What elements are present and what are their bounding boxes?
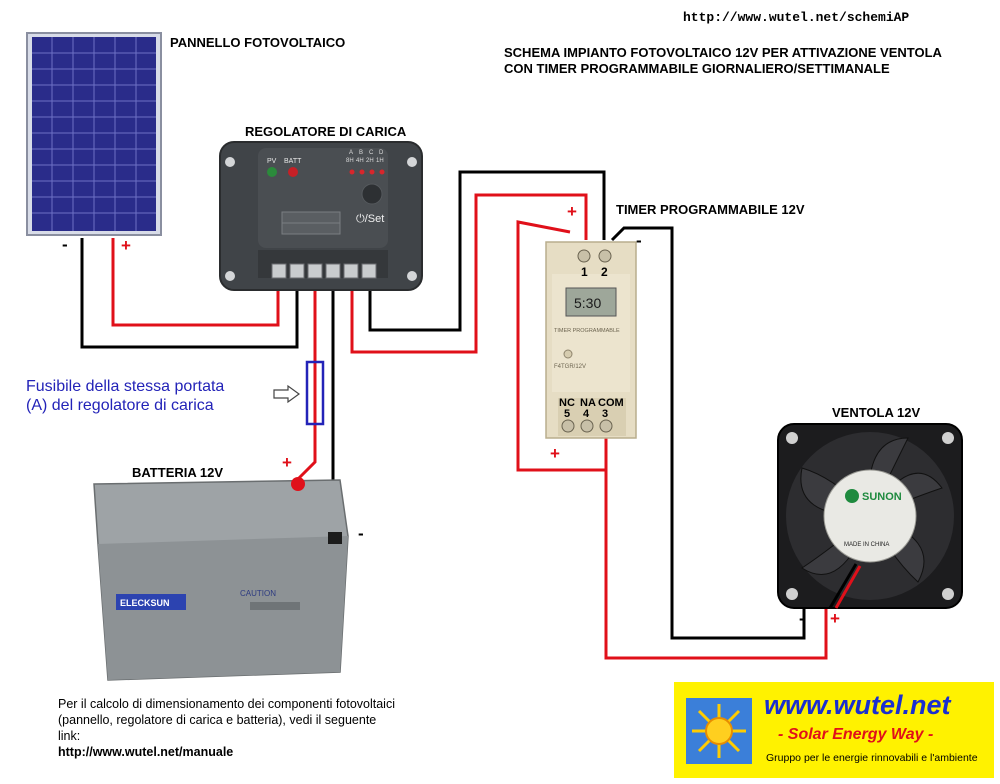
timer-com-label: COM (598, 397, 624, 409)
timer-bottom-plus-sign: + (550, 444, 560, 463)
wire-panel-negative (80, 238, 299, 349)
fan-label: VENTOLA 12V (832, 405, 921, 420)
timer-top-terminal-1 (577, 249, 591, 263)
sun-logo-icon (686, 698, 752, 764)
timer-hours-8h: 8H (346, 158, 354, 164)
timer-model: F4TGR/12V (554, 364, 586, 370)
battery-negative-terminal (328, 532, 342, 544)
timer-label: TIMER PROGRAMMABILE 12V (616, 202, 805, 217)
charge-regulator: PV BATT A B C D 8H 4H 2H 1H ⏻/Set (219, 141, 423, 291)
promo-site[interactable]: www.wutel.net (764, 690, 951, 720)
fan: SUNON MADE IN CHINA (777, 423, 963, 609)
timer-display (565, 287, 617, 317)
fuse-note-line1: Fusibile della stessa portata (26, 378, 225, 395)
timer-hours-4h: 4H (356, 158, 364, 164)
wire-timer-to-fan-negative (610, 226, 806, 640)
timer-letter-b: B (359, 150, 363, 156)
wire-load-positive (350, 193, 588, 354)
battery-caution: CAUTION (240, 589, 276, 598)
timer-brand: TIMER PROGRAMMABLE (554, 328, 620, 334)
fan-hub-sticker (823, 469, 917, 563)
fuse-note-line2: (A) del regolatore di carica (26, 397, 214, 414)
battery-plus-sign: + (282, 453, 292, 472)
wire-panel-positive (111, 238, 280, 327)
solar-panel (26, 32, 162, 236)
promo-tagline: - Solar Energy Way - (778, 726, 934, 743)
timer-terminal-4 (580, 419, 594, 433)
fan-plus-sign: + (830, 609, 840, 628)
battery-label: BATTERIA 12V (132, 465, 224, 480)
footnote-text: Per il calcolo di dimensionamento dei co… (58, 697, 395, 743)
timer-display-value: 5:30 (574, 295, 601, 311)
diagram-title-line2: CON TIMER PROGRAMMABILE GIORNALIERO/SETT… (504, 61, 890, 76)
pv-label: PV (267, 158, 277, 165)
battery: ELECKSUN CAUTION (93, 477, 349, 681)
timer-top-plus-sign: + (567, 202, 577, 221)
timer-terminal-label-1: 1 (581, 265, 588, 279)
fan-brand: SUNON (862, 491, 902, 503)
pv-led (267, 167, 277, 177)
promo-banner[interactable]: www.wutel.net - Solar Energy Way - Grupp… (674, 682, 994, 778)
timer-top-terminal-2 (598, 249, 612, 263)
timer-number-5: 5 (564, 408, 570, 420)
timer-terminal-3 (599, 419, 613, 433)
timer-hours-2h: 2H (366, 158, 374, 164)
battery-positive-terminal (291, 477, 305, 491)
panel-minus-sign: - (62, 235, 68, 254)
promo-description: Gruppo per le energie rinnovabili e l'am… (766, 752, 978, 764)
header-url[interactable]: http://www.wutel.net/schemiAP (683, 10, 910, 25)
timer-letter-c: C (369, 150, 374, 156)
battery-brand: ELECKSUN (120, 598, 170, 608)
regulator-label: REGOLATORE DI CARICA (245, 124, 407, 139)
diagram-title-line1: SCHEMA IMPIANTO FOTOVOLTAICO 12V PER ATT… (504, 45, 942, 60)
timer-number-3: 3 (602, 408, 608, 420)
timer-top-minus-sign: - (636, 231, 642, 250)
timer: 1 2 5:30 TIMER PROGRAMMABLE F4TGR/12V NC… (545, 241, 637, 439)
wire-timer-to-fan-positive (604, 430, 828, 660)
fuse-pointer-arrow (273, 384, 301, 404)
timer-terminal-label-2: 2 (601, 265, 608, 279)
timer-number-4: 4 (583, 408, 590, 420)
timer-hours-1h: 1H (376, 158, 384, 164)
fuse-note: Fusibile della stessa portata (A) del re… (26, 377, 224, 415)
battery-minus-sign: - (358, 524, 364, 543)
panel-plus-sign: + (121, 236, 131, 255)
set-label: ⏻/Set (356, 213, 384, 225)
timer-na-label: NA (580, 397, 596, 409)
timer-letter-a: A (349, 150, 353, 156)
wire-battery-positive (295, 278, 317, 482)
fan-made-in: MADE IN CHINA (844, 542, 889, 548)
sunon-logo-icon (845, 489, 859, 503)
batt-led (288, 167, 298, 177)
fuse-symbol (305, 360, 325, 426)
fan-minus-sign: - (799, 609, 805, 628)
timer-nc-label: NC (559, 397, 575, 409)
regulator-terminals (271, 263, 377, 279)
batt-label: BATT (284, 158, 302, 165)
panel-label: PANNELLO FOTOVOLTAICO (170, 35, 346, 50)
timer-letter-d: D (379, 150, 384, 156)
set-button[interactable] (361, 183, 383, 205)
timer-buttons (563, 349, 573, 359)
footnote-link[interactable]: http://www.wutel.net/manuale (58, 745, 234, 759)
footnote: Per il calcolo di dimensionamento dei co… (58, 696, 398, 760)
wire-load-negative (368, 170, 606, 332)
timer-terminal-5 (561, 419, 575, 433)
